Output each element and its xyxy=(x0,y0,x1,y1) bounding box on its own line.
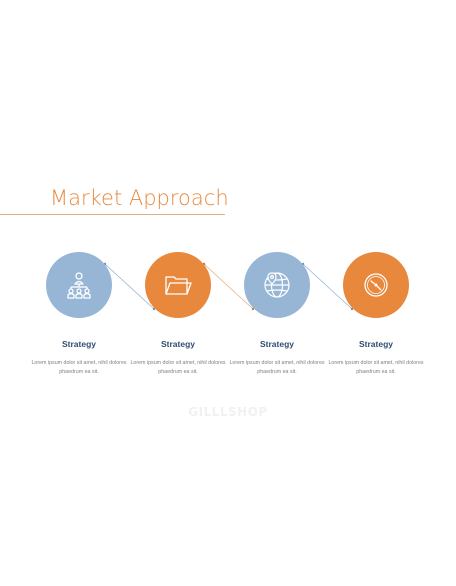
step-title: Strategy xyxy=(358,339,393,349)
step-title: Strategy xyxy=(160,339,195,349)
title-underline xyxy=(0,214,225,215)
people-network-icon xyxy=(67,272,91,299)
watermark: GILLLSHOP xyxy=(188,405,268,419)
slide-title: Market Approach xyxy=(50,186,229,210)
step-description: Lorem ipsum dolor sit amet, nihil dolore… xyxy=(31,360,127,375)
step-circle xyxy=(145,252,211,318)
clock-icon xyxy=(364,273,388,297)
folder-icon xyxy=(165,276,192,295)
step-item: Strategy Lorem ipsum dolor sit amet, nih… xyxy=(326,252,426,377)
step-circle xyxy=(244,252,310,318)
step-title: Strategy xyxy=(61,339,96,349)
step-description: Lorem ipsum dolor sit amet, nihil dolore… xyxy=(229,360,325,375)
step-item: Strategy Lorem ipsum dolor sit amet, nih… xyxy=(29,252,129,377)
step-description: Lorem ipsum dolor sit amet, nihil dolore… xyxy=(130,360,226,375)
step-circle xyxy=(343,252,409,318)
step-title: Strategy xyxy=(259,339,294,349)
step-circle xyxy=(46,252,112,318)
step-item: Strategy Lorem ipsum dolor sit amet, nih… xyxy=(128,252,228,377)
step-description: Lorem ipsum dolor sit amet, nihil dolore… xyxy=(328,360,424,375)
globe-pin-icon xyxy=(264,272,290,298)
step-item: Strategy Lorem ipsum dolor sit amet, nih… xyxy=(227,252,327,377)
